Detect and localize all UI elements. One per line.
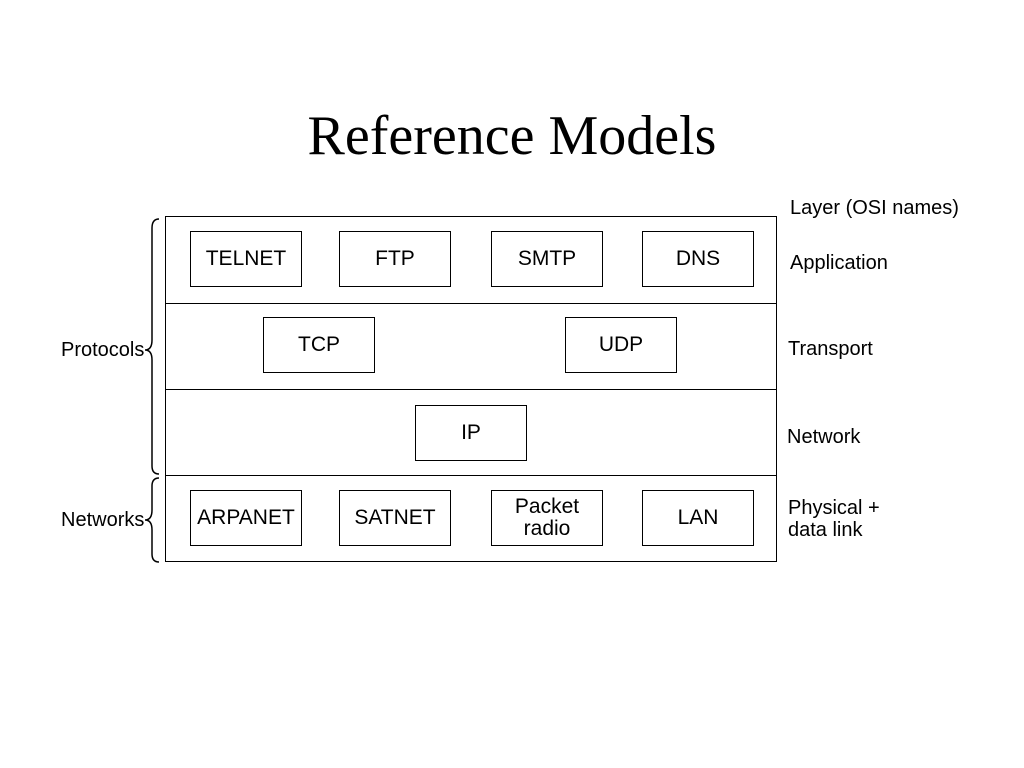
smtp-box: SMTP	[491, 231, 603, 287]
layer-divider	[165, 303, 777, 304]
arpanet-box: ARPANET	[190, 490, 302, 546]
lan-box: LAN	[642, 490, 754, 546]
layer-divider	[165, 389, 777, 390]
layer-label-application: Application	[790, 252, 888, 274]
tcp-box: TCP	[263, 317, 375, 373]
group-label-networks: Networks	[61, 509, 145, 531]
udp-box: UDP	[565, 317, 677, 373]
packet-radio-box: Packet radio	[491, 490, 603, 546]
layer-label-transport: Transport	[788, 338, 873, 360]
protocols-brace	[144, 218, 160, 475]
ip-box: IP	[415, 405, 527, 461]
layer-label-physical: Physical + data link	[788, 497, 880, 541]
group-label-protocols: Protocols	[61, 339, 145, 361]
networks-brace	[144, 477, 160, 563]
layer-label-network: Network	[787, 426, 861, 448]
ftp-box: FTP	[339, 231, 451, 287]
page-title: Reference Models	[307, 105, 717, 167]
layer-column-header: Layer (OSI names)	[790, 197, 959, 219]
telnet-box: TELNET	[190, 231, 302, 287]
dns-box: DNS	[642, 231, 754, 287]
satnet-box: SATNET	[339, 490, 451, 546]
layer-divider	[165, 475, 777, 476]
